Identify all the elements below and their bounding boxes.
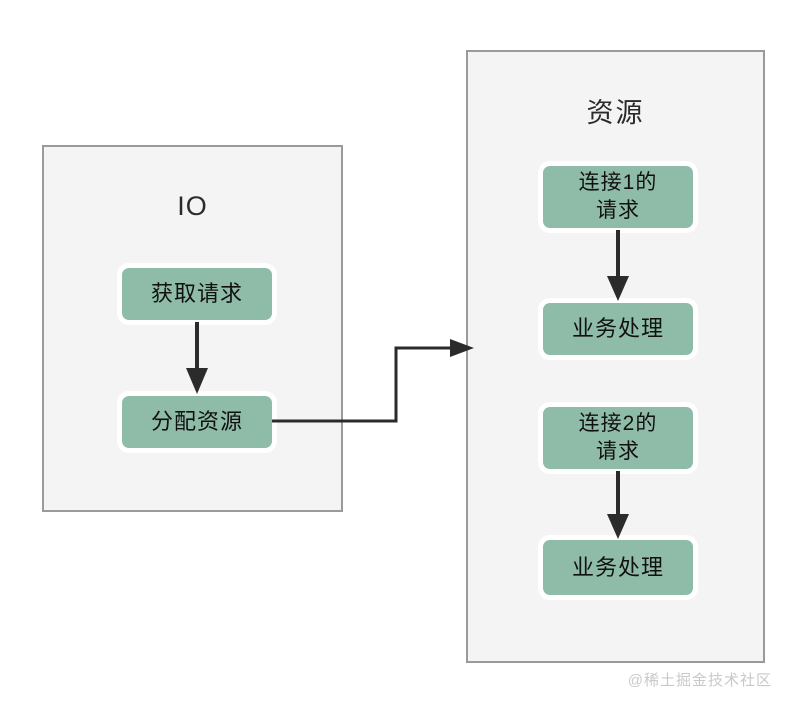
node-conn2-request-line2: 请求: [596, 440, 640, 463]
node-allocate-resource[interactable]: 分配资源: [122, 396, 272, 448]
panel-io: IO: [42, 145, 343, 512]
node-conn1-request[interactable]: 连接1的 请求: [543, 166, 693, 228]
panel-io-title: IO: [177, 191, 208, 221]
node-fetch-request[interactable]: 获取请求: [122, 268, 272, 320]
panel-resource-title: 资源: [586, 98, 645, 128]
node-business-processing-2[interactable]: 业务处理: [543, 540, 693, 595]
watermark: @稀土掘金技术社区: [627, 672, 772, 689]
node-conn1-request-text: 连接1的 请求: [579, 169, 658, 224]
node-business-processing-1[interactable]: 业务处理: [543, 303, 693, 355]
node-conn2-request-text: 连接2的 请求: [579, 410, 658, 465]
node-conn2-request[interactable]: 连接2的 请求: [543, 407, 693, 469]
node-conn1-request-line1: 连接1的: [578, 171, 658, 195]
node-conn2-request-line1: 连接2的: [578, 412, 658, 436]
node-conn1-request-line2: 请求: [596, 199, 640, 222]
